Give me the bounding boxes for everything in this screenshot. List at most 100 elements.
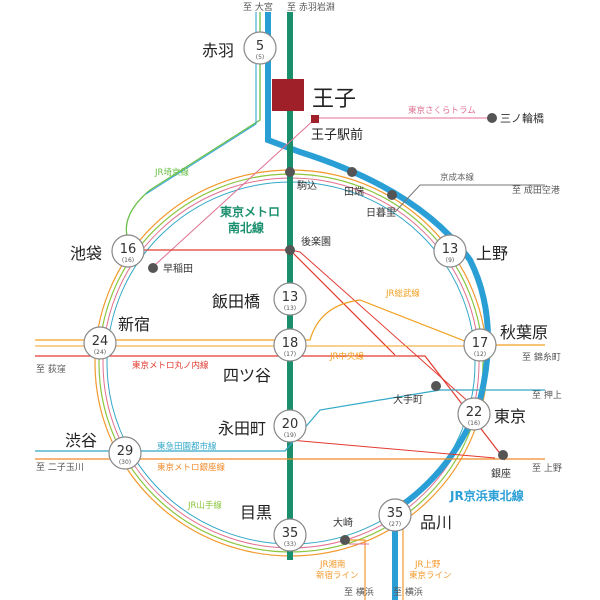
station-name-ikebukuro: 池袋 [70,244,102,263]
station-minutes-ikebukuro: 16 [120,242,137,257]
osaki-dot [340,535,350,545]
station-name-shinjuku: 新宿 [118,315,150,334]
station-minutes-sub-ueno: (9) [446,257,455,264]
station-marker-tokyo [457,397,491,431]
terminal-futako: 至 二子玉川 [36,462,84,473]
otemachi-dot [431,381,441,391]
nippori-dot [387,190,397,200]
station-marker-ikebukuro [111,234,145,268]
label-sobu: JR総武線 [385,288,420,299]
station-name-akihabara: 秋葉原 [500,323,548,342]
station-iidabashi: 13(13) 飯田橋 [212,282,307,316]
station-shinjuku: 24(24) 新宿 [83,315,150,360]
keihin-tohoku-line [265,12,491,600]
keisei-line [394,184,545,213]
terminal-akabane-iwabuchi: 至 赤羽岩淵 [287,1,335,13]
station-minutes-akabane: 5 [256,39,264,54]
ginza-label: 銀座 [491,467,511,480]
station-marker-shinjuku [83,326,117,360]
oji-ekimae-marker [311,115,319,123]
station-marker-yotsuya [273,328,307,362]
station-minutes-nagatacho: 20 [282,417,299,432]
oji-ekimae-label: 王子駅前 [311,127,363,143]
terminal-minowabashi: 三ノ輪橋 [500,111,544,125]
terminal-oshiage: 至 押上 [532,389,562,401]
label-ueno-tokyo-2: 東京ライン [409,570,452,581]
station-minutes-sub-shinjuku: (24) [94,349,106,356]
label-sakura-tram: 東京さくらトラム [408,105,476,116]
waseda-label: 早稲田 [163,263,193,275]
osaki-label: 大崎 [333,516,353,529]
station-marker-shinagawa [378,498,412,532]
line-labels: 東京メトロ 南北線 JR埼京線 東京さくらトラム 京成本線 JR総武線 JR中央… [132,105,524,581]
terminal-narita: 至 成田空港 [512,184,560,196]
tabata-dot [347,167,357,177]
station-minutes-sub-yotsuya: (17) [284,351,296,358]
terminal-omiya: 至 大宮 [243,1,273,13]
komagome-label: 駒込 [297,180,317,192]
shonan-shinjuku-line [345,539,366,600]
station-marker-nagatacho [273,409,307,443]
label-saikyo: JR埼京線 [154,167,189,178]
station-minutes-meguro: 35 [282,526,299,541]
station-shinagawa: 35(27)品川 [378,498,452,532]
station-name-tokyo: 東京 [494,407,526,426]
terminal-ogikubo: 至 荻窪 [36,363,66,375]
station-name-shinagawa: 品川 [420,513,452,532]
station-ikebukuro: 16(16) 池袋 [70,234,145,268]
oji-marker [272,79,304,111]
station-marker-iidabashi [273,282,307,316]
label-den-en-toshi: 東急田園都市線 [157,441,217,452]
komagome-dot [285,167,295,177]
terminal-ueno-ginza: 至 上野 [532,463,562,474]
terminal-kinshicho: 至 錦糸町 [522,351,561,363]
station-minutes-sub-nagatacho: (19) [284,432,296,439]
station-name-yotsuya: 四ツ谷 [223,366,271,385]
otemachi-label: 大手町 [393,393,423,406]
label-marunouchi: 東京メトロ丸ノ内線 [132,360,209,371]
station-minutes-sub-shinagawa: (27) [389,521,401,528]
station-ueno: 13(9)上野 [433,234,508,268]
marunouchi-to-ginza [289,439,496,459]
label-keisei: 京成本線 [440,172,475,183]
station-minutes-shinjuku: 24 [92,334,109,349]
station-name-iidabashi: 飯田橋 [212,292,260,311]
terminal-yokohama-shonan: 至 横浜 [344,586,374,598]
station-minutes-sub-tokyo: (16) [468,420,480,427]
station-marker-akabane [243,31,277,65]
station-name-akabane: 赤羽 [202,41,234,60]
station-minutes-yotsuya: 18 [282,336,299,351]
saikyo-line [125,12,261,241]
terminal-labels: 至 大宮 至 赤羽岩淵 三ノ輪橋 至 成田空港 至 錦糸町 至 押上 至 上野 … [36,1,562,598]
label-ginza: 東京メトロ銀座線 [157,462,226,473]
station-meguro: 35(33) 目黒 [240,503,307,552]
label-keihin-tohoku: JR京浜東北線 [449,488,524,503]
label-shonan-1: JR湘南 [319,559,345,570]
label-nanboku-2: 南北線 [228,220,264,235]
minowabashi-dot [487,113,497,123]
station-yotsuya: 18(17) 四ツ谷 [223,328,307,385]
label-nanboku-1: 東京メトロ [220,204,280,219]
station-marker-meguro [273,518,307,552]
station-minutes-iidabashi: 13 [282,290,299,305]
station-minutes-sub-akihabara: (12) [474,351,486,358]
station-minutes-sub-iidabashi: (13) [284,305,296,312]
oji-station: 王子 王子駅前 [272,79,363,143]
station-name-meguro: 目黒 [240,503,272,522]
station-minutes-sub-shibuya: (30) [119,459,131,466]
station-minutes-tokyo: 22 [466,405,483,420]
station-marker-akihabara [463,328,497,362]
station-marker-ueno [433,234,467,268]
station-minutes-sub-ikebukuro: (16) [122,257,134,264]
oji-label: 王子 [312,87,356,112]
korakuen-dot [285,245,295,255]
station-minutes-akihabara: 17 [472,336,489,351]
station-minutes-sub-meguro: (33) [284,541,296,548]
station-nagatacho: 20(19)永田町 [218,409,307,443]
minor-stations: 駒込 田端 日暮里 後楽園 早稲田 大手町 銀座 大崎 [148,113,511,545]
ginza-dot [498,450,508,460]
waseda-dot [148,263,158,273]
